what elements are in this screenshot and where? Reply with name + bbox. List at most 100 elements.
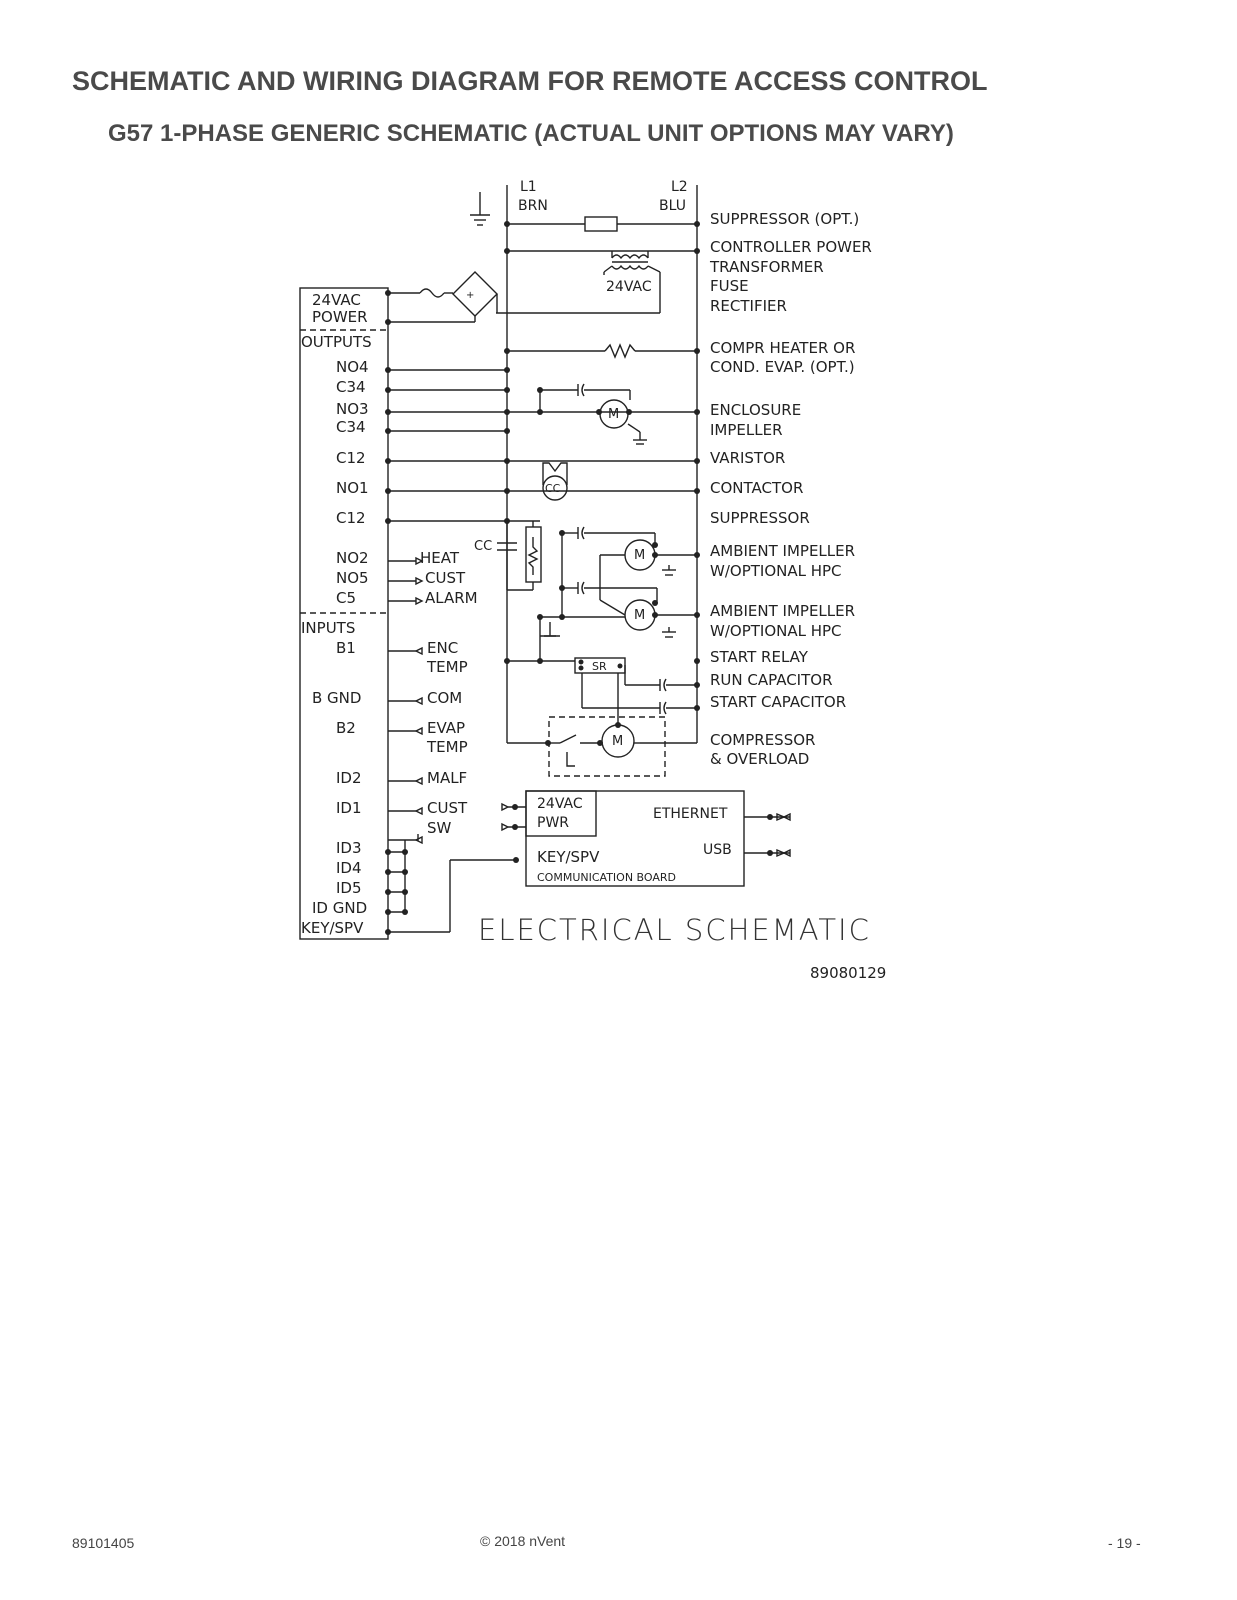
io-label: ENC xyxy=(427,639,458,657)
right-label: TRANSFORMER xyxy=(709,258,824,276)
controller-label: B2 xyxy=(336,719,356,737)
io-label: ALARM xyxy=(425,589,478,607)
right-label: SUPPRESSOR xyxy=(710,509,810,527)
schematic-title: ELECTRICAL SCHEMATIC xyxy=(478,913,871,947)
io-label: CUST xyxy=(427,799,468,817)
right-label: ENCLOSURE xyxy=(710,401,801,419)
comm-power-label: 24VAC xyxy=(537,796,583,812)
right-label: W/OPTIONAL HPC xyxy=(710,562,842,580)
controller-label: C34 xyxy=(336,378,366,396)
controller-label: NO4 xyxy=(336,358,369,376)
controller-label: NO3 xyxy=(336,400,369,418)
right-label: CONTACTOR xyxy=(710,479,803,497)
right-label: START RELAY xyxy=(710,648,809,666)
start-relay-label: SR xyxy=(592,660,607,673)
controller-label: KEY/SPV xyxy=(301,919,364,937)
controller-label: B1 xyxy=(336,639,356,657)
l2-label: L2 xyxy=(671,179,688,195)
right-label: VARISTOR xyxy=(710,449,785,467)
controller-label: C34 xyxy=(336,418,366,436)
io-label: SW xyxy=(427,819,452,837)
right-label: COMPRESSOR xyxy=(710,731,815,749)
right-label: W/OPTIONAL HPC xyxy=(710,622,842,640)
usb-label: USB xyxy=(703,842,732,858)
controller-label: ID4 xyxy=(336,859,362,877)
ethernet-label: ETHERNET xyxy=(653,806,728,822)
cc-contact-varistor xyxy=(497,521,542,591)
start-relay xyxy=(507,657,697,725)
controller-label: NO2 xyxy=(336,549,369,567)
io-label: HEAT xyxy=(420,549,460,567)
controller-label: ID2 xyxy=(336,769,362,787)
page-number: - 19 - xyxy=(1108,1535,1141,1551)
controller-label: INPUTS xyxy=(301,619,355,637)
right-label: CONTROLLER POWER xyxy=(710,238,872,256)
rectifier xyxy=(388,271,498,323)
suppressor-opt xyxy=(507,216,697,232)
controller-box xyxy=(299,287,389,940)
page-subtitle: G57 1-PHASE GENERIC SCHEMATIC (ACTUAL UN… xyxy=(108,120,954,147)
rectifier-plus: + xyxy=(466,290,474,301)
right-label: RUN CAPACITOR xyxy=(710,671,833,689)
controller-label: C5 xyxy=(336,589,356,607)
io-wires xyxy=(388,560,516,933)
io-label: MALF xyxy=(427,769,467,787)
controller-label: NO5 xyxy=(336,569,369,587)
controller-label: ID1 xyxy=(336,799,362,817)
right-label: AMBIENT IMPELLER xyxy=(710,602,855,620)
right-label: IMPELLER xyxy=(710,421,783,439)
right-label: FUSE xyxy=(710,277,749,295)
l1-color-label: BRN xyxy=(518,198,548,214)
page-title: SCHEMATIC AND WIRING DIAGRAM FOR REMOTE … xyxy=(72,66,988,96)
controller-label: C12 xyxy=(336,449,366,467)
controller-label: B GND xyxy=(312,689,361,707)
l2-color-label: BLU xyxy=(659,198,686,214)
right-label: & OVERLOAD xyxy=(710,750,809,768)
output-wires xyxy=(388,369,697,522)
l1-label: L1 xyxy=(520,179,537,195)
transformer-label: 24VAC xyxy=(606,279,652,295)
io-label: CUST xyxy=(425,569,466,587)
component-labels: SUPPRESSOR (OPT.) CONTROLLER POWER TRANS… xyxy=(709,210,872,768)
ambient-motor-1-label: M xyxy=(634,548,645,563)
motor-label: M xyxy=(608,407,619,422)
io-label: TEMP xyxy=(426,738,468,756)
controller-label: OUTPUTS xyxy=(301,333,372,351)
contactor-contact-label: CC xyxy=(474,539,492,554)
contactor-coil xyxy=(542,462,568,501)
transformer xyxy=(496,250,697,314)
right-label: AMBIENT IMPELLER xyxy=(710,542,855,560)
comm-power-label-2: PWR xyxy=(537,815,569,831)
ambient-motor-2-label: M xyxy=(634,608,645,623)
doc-number: 89101405 xyxy=(72,1535,135,1551)
controller-label: ID3 xyxy=(336,839,362,857)
controller-label: 24VAC xyxy=(312,291,361,309)
controller-label: C12 xyxy=(336,509,366,527)
io-labels: HEAT CUST ALARM ENC TEMP COM EVAP TEMP M… xyxy=(420,549,478,837)
controller-label: ID5 xyxy=(336,879,362,897)
compressor-motor-label: M xyxy=(612,734,623,749)
ambient-impeller-motors xyxy=(539,526,697,661)
io-label: TEMP xyxy=(426,658,468,676)
compressor-overload xyxy=(548,716,666,777)
right-label: SUPPRESSOR (OPT.) xyxy=(710,210,859,228)
controller-label: POWER xyxy=(312,308,368,326)
drawing-number: 89080129 xyxy=(810,964,886,982)
comm-board-label: COMMUNICATION BOARD xyxy=(537,871,676,884)
controller-label: NO1 xyxy=(336,479,369,497)
compressor-heater xyxy=(507,343,697,359)
junction-dots xyxy=(385,221,773,935)
controller-labels: 24VAC POWER OUTPUTS NO4 C34 NO3 C34 C12 … xyxy=(301,291,372,937)
right-label: START CAPACITOR xyxy=(710,693,846,711)
io-arrows xyxy=(414,556,791,858)
contactor-coil-label: CC xyxy=(545,482,561,495)
io-label: EVAP xyxy=(427,719,465,737)
copyright: © 2018 nVent xyxy=(480,1533,566,1549)
ground-icon xyxy=(470,192,490,226)
right-label: COMPR HEATER OR xyxy=(710,339,855,357)
io-label: COM xyxy=(427,689,462,707)
key-spv-label: KEY/SPV xyxy=(537,848,600,866)
right-label: COND. EVAP. (OPT.) xyxy=(710,358,855,376)
controller-label: ID GND xyxy=(312,899,367,917)
